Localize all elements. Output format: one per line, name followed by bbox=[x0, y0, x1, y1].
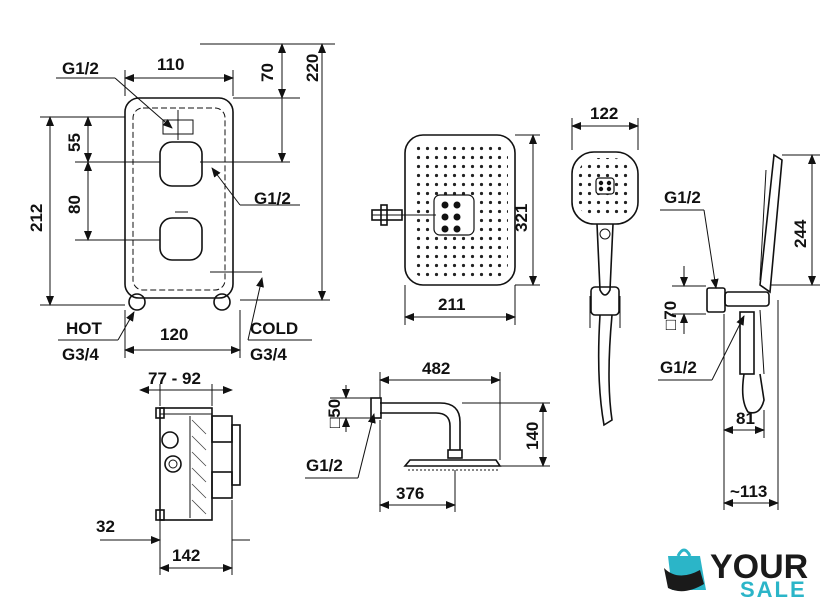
knob-spacing-dimension: 80 bbox=[65, 195, 84, 214]
box-width-dimension: 142 bbox=[172, 546, 200, 565]
head-width-dimension: 211 bbox=[438, 295, 465, 314]
depth-top-dimension: 70 bbox=[258, 63, 277, 82]
box-offset-dimension: 32 bbox=[96, 517, 115, 536]
hot-label: HOT bbox=[66, 319, 103, 338]
total-height-dimension: 220 bbox=[303, 54, 322, 82]
holder-thread-bottom-label: G1/2 bbox=[660, 358, 697, 377]
holder-view: G1/2 244 □70 G1/2 81 ~113 bbox=[658, 153, 820, 510]
arm-reach-dimension: 376 bbox=[396, 484, 424, 503]
hand-head-width-dimension: 122 bbox=[590, 104, 618, 123]
top-thread-label: G1/2 bbox=[62, 59, 99, 78]
head-shower-view: 321 211 bbox=[371, 134, 540, 325]
arm-thread-label: G1/2 bbox=[306, 456, 343, 475]
hand-shower-view: 122 bbox=[571, 104, 639, 427]
side-thread-label: G1/2 bbox=[254, 189, 291, 208]
upper-offset-dimension: 55 bbox=[65, 133, 84, 152]
brand-logo: YOUR SALE bbox=[664, 548, 808, 602]
holder-total-depth-dimension: ~113 bbox=[730, 482, 767, 501]
mixer-front-view: G1/2 110 70 220 55 80 212 G1/2 HOT G3/4 … bbox=[27, 43, 335, 364]
mixer-box-view: 77 - 92 32 142 bbox=[96, 369, 250, 575]
width-dimension: 110 bbox=[157, 55, 184, 74]
logo-word-sale: SALE bbox=[740, 577, 807, 602]
holder-flange-dimension: □70 bbox=[661, 301, 680, 330]
holder-depth-dimension: 81 bbox=[736, 409, 755, 428]
cold-thread-label: G3/4 bbox=[250, 345, 287, 364]
arm-length-dimension: 482 bbox=[422, 359, 450, 378]
logo-word-your: YOUR bbox=[710, 548, 808, 586]
arm-flange-dimension: □50 bbox=[325, 399, 344, 428]
holder-thread-top-label: G1/2 bbox=[664, 188, 701, 207]
arm-drop-dimension: 140 bbox=[523, 422, 542, 450]
head-height-dimension: 321 bbox=[512, 204, 531, 232]
shopping-bag-hand-icon bbox=[664, 548, 706, 592]
box-depth-range: 77 - 92 bbox=[148, 369, 201, 388]
holder-height-dimension: 244 bbox=[791, 219, 810, 248]
hot-thread-label: G3/4 bbox=[62, 345, 99, 364]
shower-arm-view: 482 □50 140 G1/2 376 bbox=[305, 359, 550, 512]
cold-label: COLD bbox=[250, 319, 298, 338]
body-height-dimension: 212 bbox=[27, 204, 46, 232]
inlet-spacing-dimension: 120 bbox=[160, 325, 188, 344]
